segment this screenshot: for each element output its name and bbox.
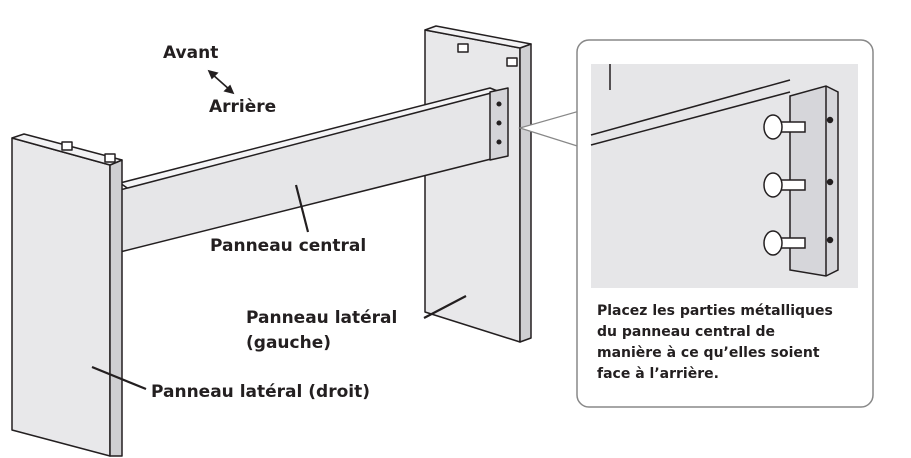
callout-line: manière à ce qu’elles soient — [597, 345, 820, 361]
label-left-panel-line1: Panneau latéral — [246, 308, 398, 328]
callout-line: Placez les parties métalliques — [597, 303, 833, 319]
bolt-icon — [763, 230, 806, 256]
left-side-panel — [424, 29, 521, 343]
callout-line: du panneau central de — [597, 324, 776, 340]
right-side-panel — [11, 137, 111, 457]
callout-line: face à l’arrière. — [597, 366, 719, 382]
label-right-panel: Panneau latéral (droit) — [151, 382, 370, 402]
label-center-panel: Panneau central — [210, 236, 367, 256]
direction-arrow-icon — [207, 69, 235, 95]
bolt-icon — [763, 114, 806, 140]
label-front: Avant — [163, 43, 219, 63]
left-side-panel-edge — [519, 43, 532, 343]
right-side-panel-edge — [109, 159, 123, 457]
label-left-panel: Panneau latéral (gauche) — [246, 308, 397, 354]
bolt-icon — [763, 172, 806, 198]
callout-note: Placez les parties métalliques du pannea… — [597, 301, 862, 385]
label-left-panel-line2: (gauche) — [246, 333, 331, 353]
label-back: Arrière — [209, 97, 277, 117]
